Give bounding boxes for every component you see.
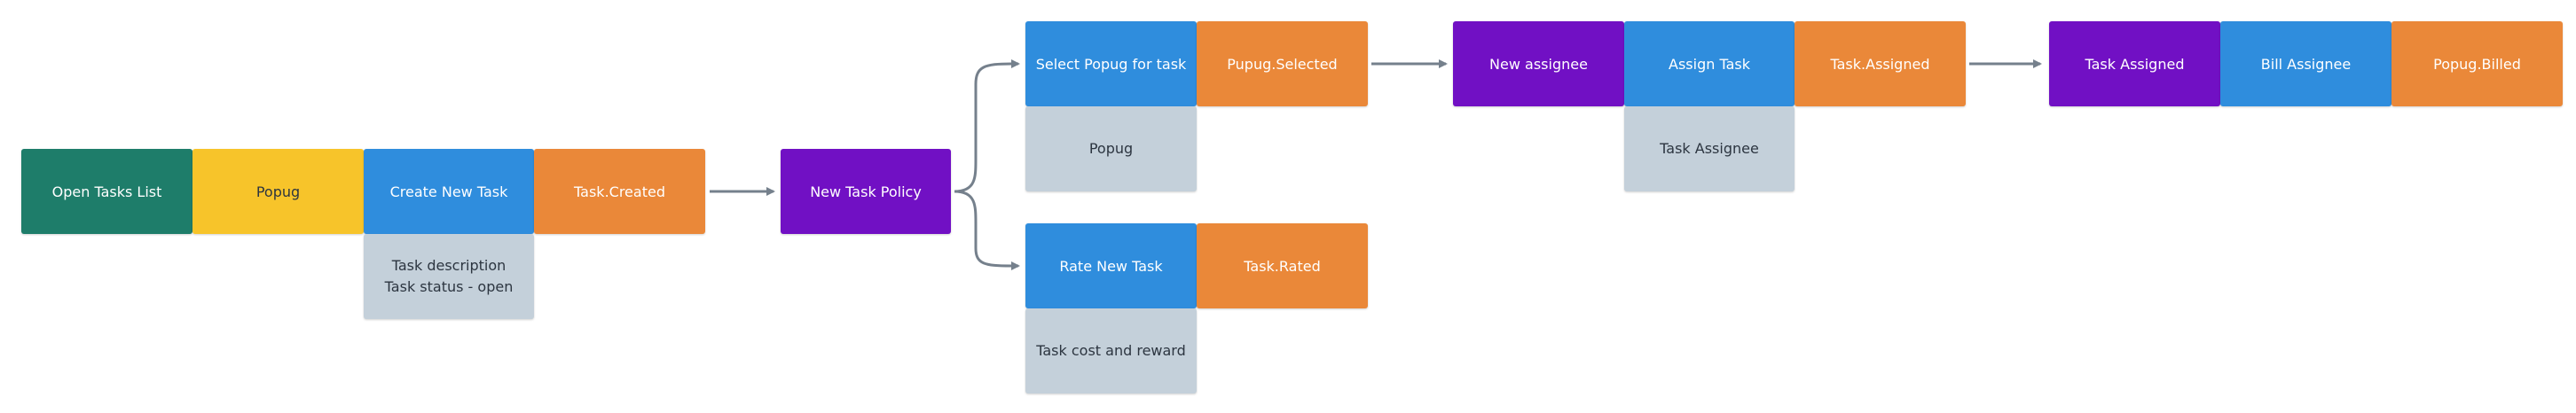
- task-assignee-read-model: Task Assignee: [1624, 106, 1795, 191]
- task-status-label: Task status - open: [384, 278, 514, 295]
- create-new-task-command: Create New Task: [364, 149, 534, 234]
- arrow-policy-to-rate: [954, 190, 1020, 270]
- arrow-policy-to-select: [954, 59, 1020, 193]
- task-assigned-policy-label: Task Assigned: [2085, 55, 2185, 73]
- task-description-label: Task description: [391, 257, 507, 274]
- select-popug-command: Select Popug for task: [1025, 21, 1197, 106]
- task-assigned-event: Task.Assigned: [1795, 21, 1966, 106]
- rate-new-task-command: Rate New Task: [1025, 223, 1197, 308]
- open-tasks-list-label: Open Tasks List: [51, 183, 162, 200]
- popug-user: Popug: [192, 149, 364, 234]
- popug-user-label: Popug: [255, 183, 301, 200]
- assign-task-command: Assign Task: [1624, 21, 1795, 106]
- task-assigned-event-label: Task.Assigned: [1830, 55, 1930, 73]
- task-rated-event: Task.Rated: [1197, 223, 1368, 308]
- popug-read-model: Popug: [1025, 106, 1197, 191]
- bill-assignee-command: Bill Assignee: [2220, 21, 2391, 106]
- task-created-label: Task.Created: [574, 183, 665, 200]
- task-cost-read-model: Task cost and reward: [1025, 308, 1197, 394]
- open-tasks-list-actor: Open Tasks List: [21, 149, 192, 234]
- task-assignee-label: Task Assignee: [1660, 140, 1759, 157]
- popug-read-model-label: Popug: [1088, 140, 1134, 157]
- create-new-task-label: Create New Task: [389, 183, 508, 200]
- assign-task-label: Assign Task: [1669, 55, 1750, 73]
- select-popug-label: Select Popug for task: [1035, 55, 1187, 73]
- pupug-selected-event: Pupug.Selected: [1197, 21, 1368, 106]
- rate-new-task-label: Rate New Task: [1059, 257, 1163, 275]
- bill-assignee-label: Bill Assignee: [2260, 55, 2352, 73]
- new-task-policy: New Task Policy: [781, 149, 951, 234]
- pupug-selected-label: Pupug.Selected: [1227, 55, 1338, 73]
- task-cost-reward-label: Task cost and reward: [1036, 342, 1186, 359]
- popug-billed-label: Popug.Billed: [2433, 55, 2521, 73]
- task-read-model: Task description Task status - open: [364, 234, 534, 319]
- new-task-policy-label: New Task Policy: [810, 183, 922, 200]
- new-assignee-policy: New assignee: [1453, 21, 1624, 106]
- task-rated-label: Task.Rated: [1244, 257, 1321, 275]
- popug-billed-event: Popug.Billed: [2391, 21, 2563, 106]
- task-assigned-policy: Task Assigned: [2049, 21, 2220, 106]
- task-created-event: Task.Created: [534, 149, 705, 234]
- new-assignee-label: New assignee: [1489, 55, 1588, 73]
